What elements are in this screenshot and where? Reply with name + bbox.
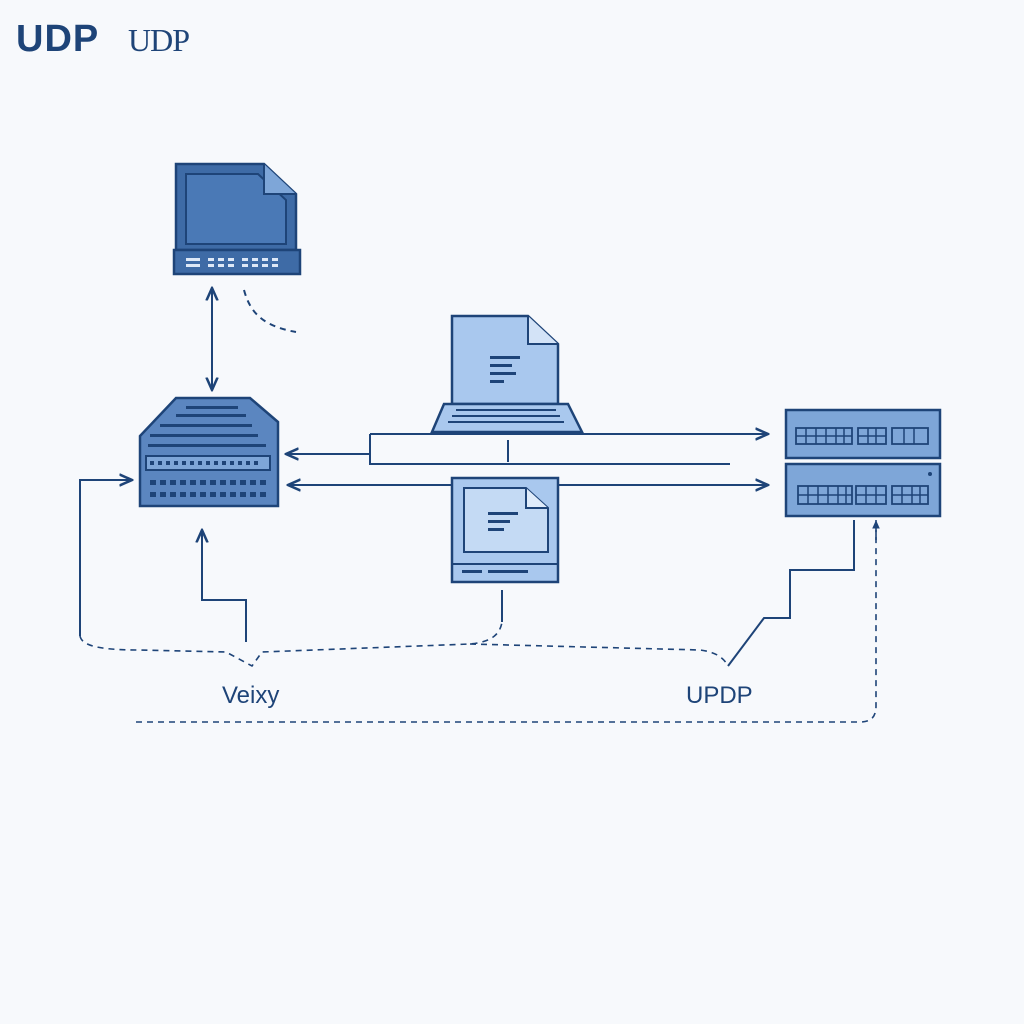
- dashed-paths: [79, 530, 877, 723]
- lower-connectors: [79, 480, 855, 667]
- label-right: UPDP: [686, 682, 753, 709]
- title-secondary: UDP: [128, 22, 190, 58]
- title-primary: UDP: [16, 18, 100, 60]
- terminal-document-icon: [450, 476, 560, 584]
- monitor-document-icon: [172, 162, 302, 276]
- monitor-dashed-curve: [243, 289, 297, 333]
- router-switch-icon: [138, 396, 280, 508]
- laptop-document-icon: [430, 314, 585, 434]
- label-left: Veixy: [222, 682, 280, 709]
- rack-server-icon: [784, 408, 942, 518]
